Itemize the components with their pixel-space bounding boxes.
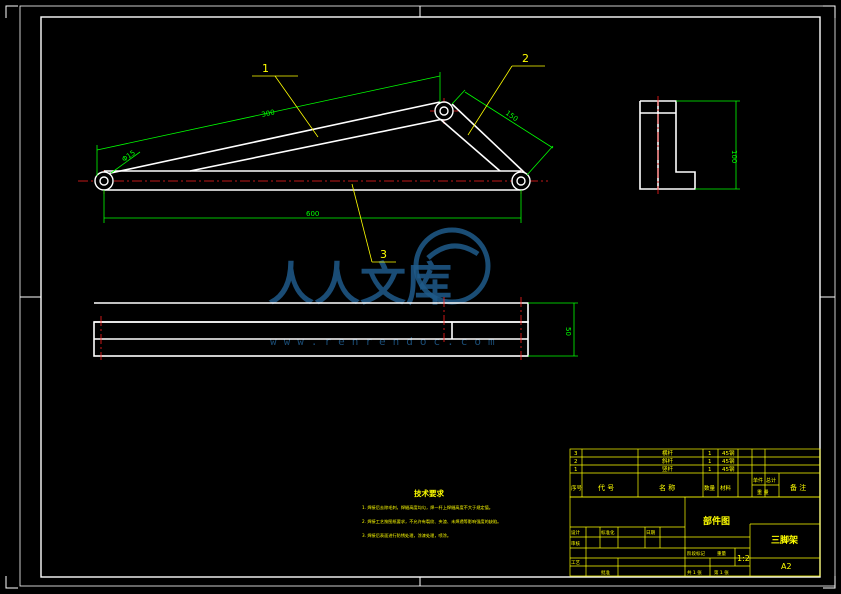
part-label-1: 1: [262, 62, 269, 75]
part-row-no: 2: [574, 459, 578, 465]
tech-req-item-2: 2. 焊接工艺按图纸要求，不允许有裂纹、夹渣、未焊透等影响强度的缺陷。: [362, 518, 501, 525]
header-remark: 备 注: [790, 483, 806, 492]
drawing-name: 三脚架: [771, 534, 798, 546]
header-name: 名 称: [659, 483, 675, 492]
tech-req-item-1: 1. 焊接后去除毛刺，焊缝高度均匀，焊一杆上焊缝高度不大于规定值。: [362, 504, 493, 511]
part-leaders: [252, 65, 545, 263]
part-row-name: 横杆: [662, 449, 674, 457]
label-sheet: 共 1 张: [687, 569, 702, 576]
dim-diagonal-member: 150: [504, 109, 520, 123]
bottom-member: [104, 170, 521, 191]
dim-side-height: 100: [730, 150, 738, 163]
label-stage-mark: 阶段标记: [687, 550, 705, 557]
header-code: 代 号: [598, 483, 614, 492]
header-seq: 序号: [571, 484, 583, 492]
label-date: 日期: [646, 530, 655, 536]
scale-value: 1:2: [737, 554, 750, 563]
label-sheet-no: 第 1 张: [714, 569, 729, 576]
part-row-name: 竖杆: [662, 465, 674, 473]
part-row-qty: 1: [708, 459, 712, 465]
part-row-no: 3: [574, 451, 578, 457]
dim-bottom-view-height: 50: [564, 327, 572, 336]
header-unit-weight: 单件: [753, 477, 763, 484]
pin-joints: [94, 101, 531, 191]
label-weight: 重量: [717, 550, 726, 557]
top-member: [96, 101, 449, 177]
watermark-url: www.renrendoc.com: [270, 335, 502, 348]
part-row-name: 斜杆: [662, 457, 674, 465]
label-design: 设计: [571, 529, 580, 536]
label-standard: 标准化: [601, 529, 615, 536]
label-approve: 批准: [601, 569, 610, 576]
part-label-2: 2: [522, 52, 529, 65]
label-process: 工艺: [571, 560, 580, 566]
sheet-size: A2: [781, 562, 792, 571]
part-row-no: 1: [574, 467, 578, 473]
part-row-material: 45钢: [722, 457, 735, 465]
dim-top-member: 300: [261, 108, 276, 119]
technical-requirements: 技术要求 1. 焊接后去除毛刺，焊缝高度均匀，焊一杆上焊缝高度不大于规定值。 2…: [362, 488, 501, 539]
bottom-view: 50: [93, 297, 578, 360]
drawing-frame: [5, 5, 836, 589]
front-dimensions: [96, 72, 554, 223]
title-block: 3 横杆 1 45钢 2 斜杆 1 45钢 1 竖杆 1 45钢 序号 代 号 …: [569, 448, 821, 577]
label-check: 审核: [571, 540, 580, 547]
part-row-material: 45钢: [722, 465, 735, 473]
diagonal-member: [439, 103, 528, 176]
part-row-qty: 1: [708, 451, 712, 457]
dim-bottom-length: 600: [306, 210, 319, 218]
front-view: 300 Φ15 150 600 1 2 3: [78, 52, 554, 263]
part-label-3: 3: [380, 248, 387, 261]
part-row-material: 45钢: [722, 449, 735, 457]
side-view: 100: [639, 96, 740, 194]
drawing-type: 部件图: [703, 515, 730, 527]
tech-req-title: 技术要求: [414, 488, 444, 498]
watermark-logo-icon: [413, 227, 491, 305]
dim-pin-diameter: Φ15: [121, 149, 137, 164]
watermark-chinese: 人人文库: [268, 257, 452, 311]
part-row-qty: 1: [708, 467, 712, 473]
header-qty: 数量: [704, 484, 716, 492]
header-total-weight: 总计: [766, 477, 776, 484]
tech-req-item-3: 3. 焊接后表面进行防锈处理，涂漆处理，喷涂。: [362, 532, 451, 539]
header-weight: 重 量: [757, 489, 769, 496]
header-material: 材料: [720, 484, 732, 492]
